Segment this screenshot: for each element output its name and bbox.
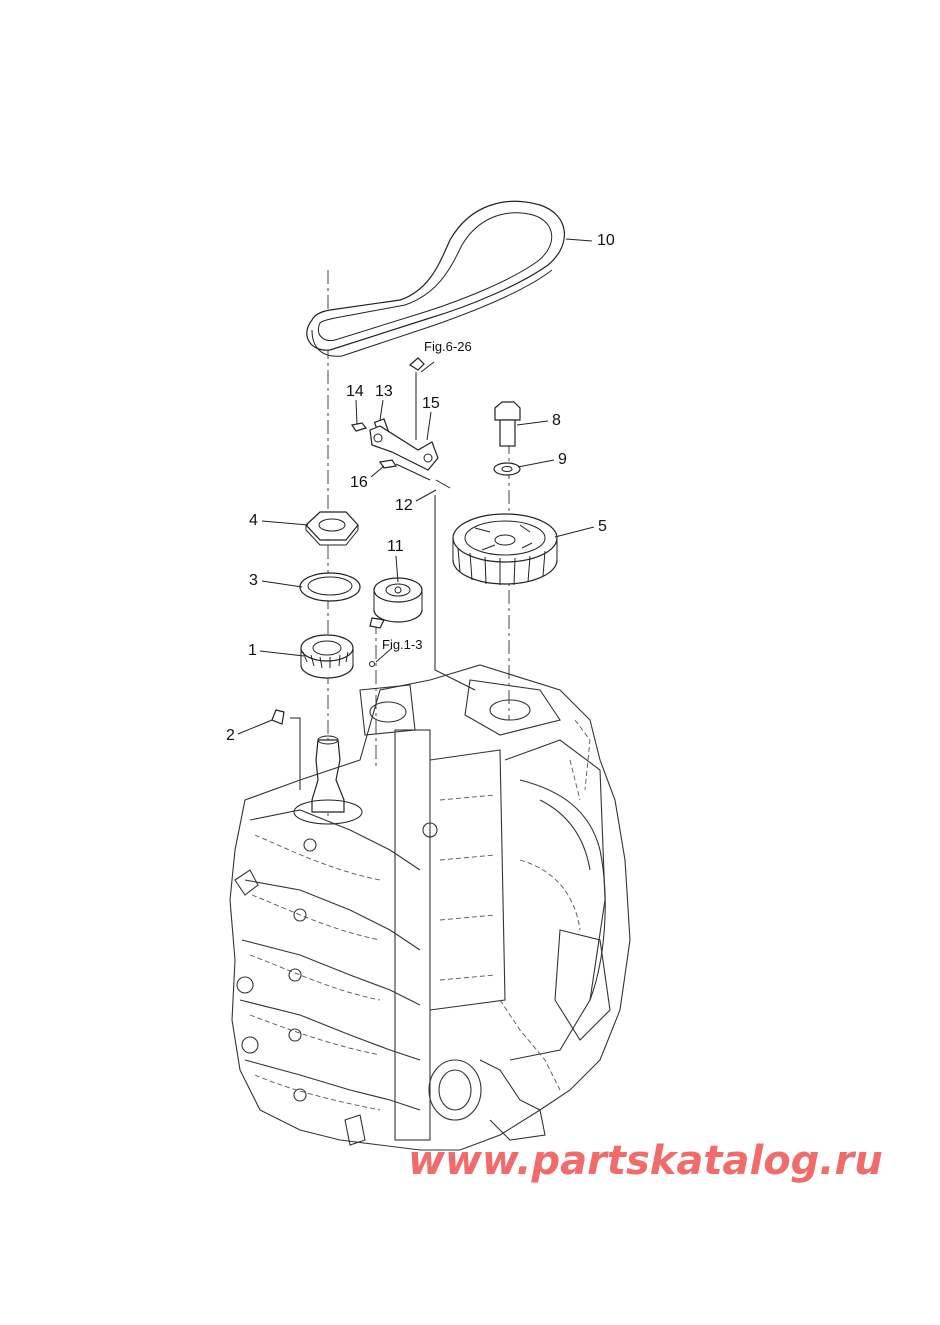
callout-13: 13: [375, 383, 393, 400]
callout-4: 4: [249, 512, 258, 529]
callout-8: 8: [552, 412, 561, 429]
figure-reference-1-3: Fig.1-3: [382, 637, 423, 652]
camshaft-sprocket: [452, 513, 558, 586]
callout-10: 10: [597, 232, 615, 249]
callout-14: 14: [346, 383, 364, 400]
bolt-washer: [493, 462, 521, 476]
leader-lines: [237, 238, 595, 735]
crankshaft-nut: [305, 511, 359, 546]
figure-reference-6-26: Fig.6-26: [424, 339, 472, 354]
callout-3: 3: [249, 572, 258, 589]
thrust-washer: [299, 572, 361, 602]
crankshaft-snout: [293, 735, 363, 825]
tensioner-guide-line: [434, 495, 476, 691]
callout-9: 9: [558, 451, 567, 468]
timing-belt: [306, 200, 565, 357]
watermark-text: www.partskatalog.ru: [408, 1138, 883, 1184]
callout-2: 2: [226, 727, 235, 744]
callout-16: 16: [350, 474, 368, 491]
belt-tensioner-pulley: [369, 577, 423, 629]
camshaft-bolt: [494, 401, 521, 447]
callout-12: 12: [395, 497, 413, 514]
woodruff-key: [271, 709, 285, 725]
callout-5: 5: [598, 518, 607, 535]
callout-15: 15: [422, 395, 440, 412]
engine-block: [229, 664, 631, 1151]
tensioner-assembly: [351, 357, 451, 667]
key-guide-line: [290, 717, 301, 790]
crankshaft-sprocket: [300, 634, 354, 679]
callout-11: 11: [387, 538, 404, 555]
callout-1: 1: [248, 642, 257, 659]
